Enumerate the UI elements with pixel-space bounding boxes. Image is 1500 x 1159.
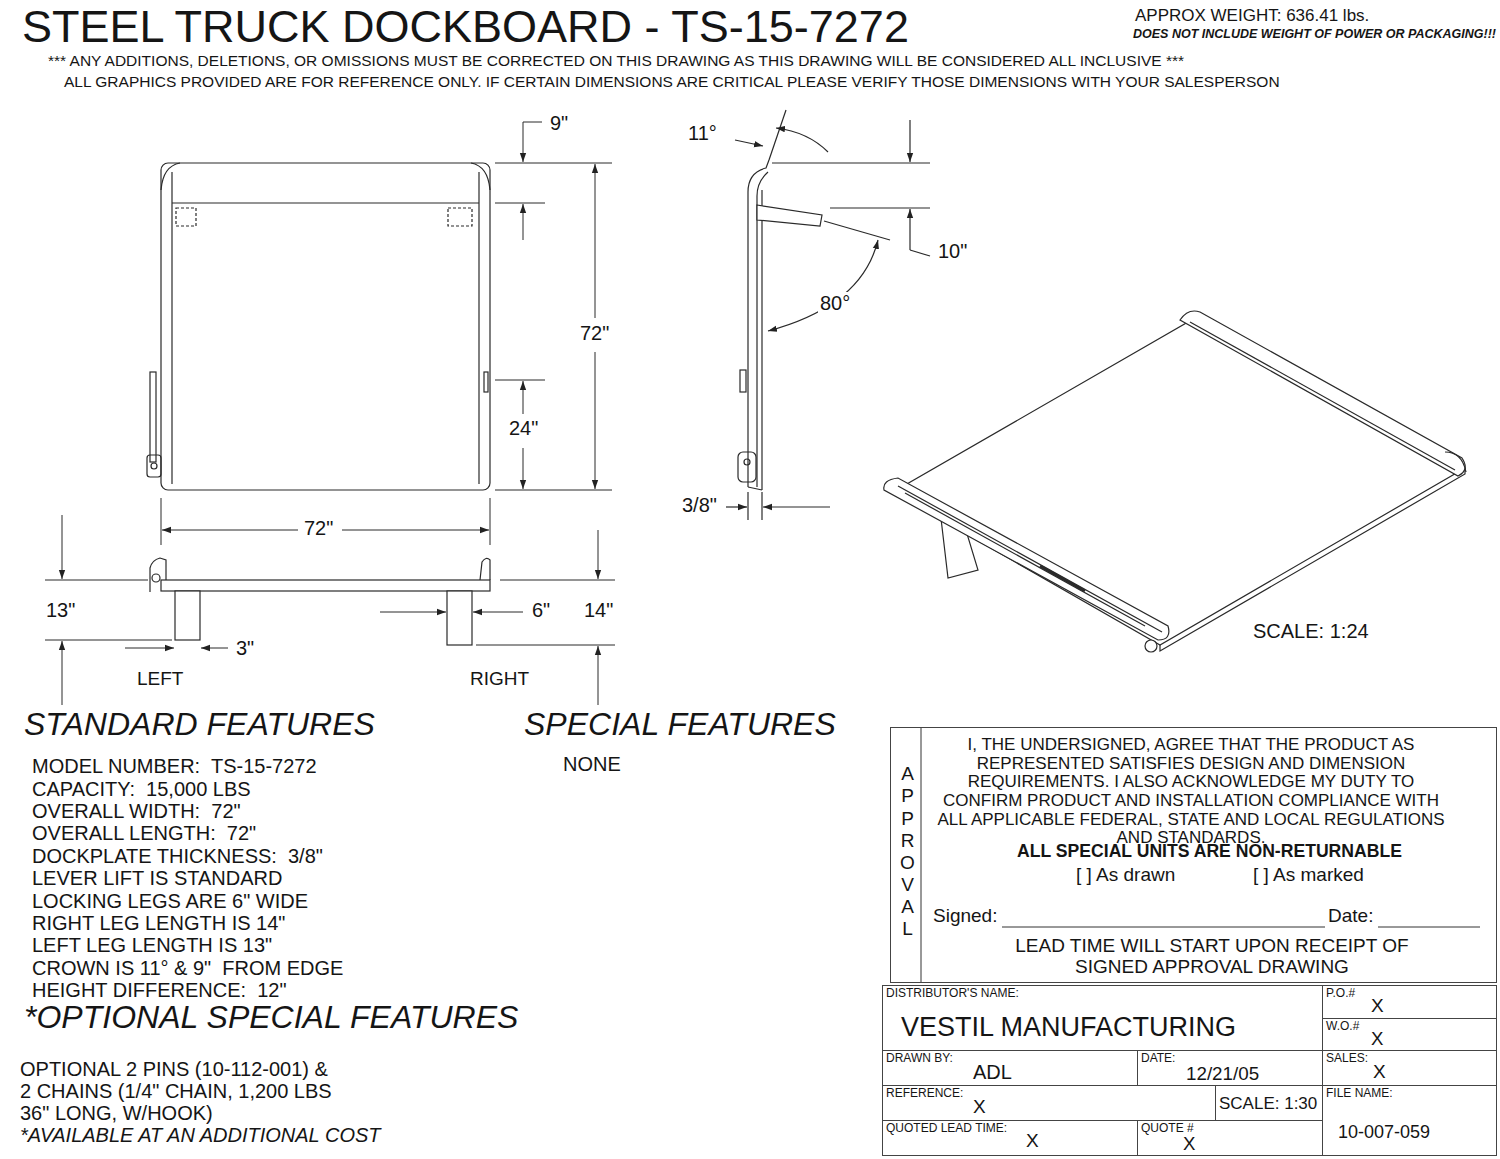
dimension-label: 3/8" <box>680 494 719 517</box>
title-cell: W.O.# X <box>1322 1018 1497 1051</box>
dimension-label: 13" <box>44 599 77 622</box>
field-label: REFERENCE: <box>886 1087 963 1101</box>
feature-line: CAPACITY: 15,000 LBS <box>32 778 251 801</box>
header-note: ALL GRAPHICS PROVIDED ARE FOR REFERENCE … <box>64 73 1280 91</box>
field-value: X <box>1371 995 1384 1017</box>
title-cell: DISTRIBUTOR'S NAME: VESTIL MANUFACTURING <box>882 985 1323 1051</box>
dimension-lines <box>45 122 615 705</box>
section-heading: STANDARD FEATURES <box>24 706 375 743</box>
title-cell: QUOTED LEAD TIME: X <box>882 1120 1138 1156</box>
field-label: SCALE: 1:30 <box>1219 1094 1317 1114</box>
side-view <box>726 110 930 520</box>
feature-line: RIGHT LEG LENGTH IS 14" <box>32 912 285 935</box>
dimension-label: 9" <box>548 112 570 135</box>
view-label: LEFT <box>137 668 183 690</box>
title-cell: DATE: 12/21/05 <box>1137 1050 1323 1086</box>
angle-label: 11° <box>686 122 719 145</box>
signature-field: Signed: <box>933 905 997 927</box>
approval-heading: APPROVAL <box>898 763 917 939</box>
feature-line: CROWN IS 11° & 9" FROM EDGE <box>32 957 343 980</box>
field-label: W.O.# <box>1326 1020 1359 1034</box>
date-field: Date: <box>1328 905 1373 927</box>
section-heading: *OPTIONAL SPECIAL FEATURES <box>24 999 518 1036</box>
front-view <box>150 558 490 645</box>
title-cell: QUOTE #X <box>1137 1120 1323 1156</box>
approval-statement: I, THE UNDERSIGNED, AGREE THAT THE PRODU… <box>936 736 1446 848</box>
field-value: X <box>1373 1061 1386 1083</box>
dimension-label: 24" <box>507 417 540 440</box>
feature-line: LOCKING LEGS ARE 6" WIDE <box>32 890 308 913</box>
option-line: OPTIONAL 2 PINS (10-112-001) & <box>20 1058 328 1081</box>
title-cell: SALES: X <box>1322 1050 1497 1086</box>
checkbox-option: [ ] As drawn <box>1076 864 1175 886</box>
feature-line: LEVER LIFT IS STANDARD <box>32 867 282 890</box>
field-value: X <box>973 1096 986 1118</box>
title-cell: REFERENCE: X <box>882 1085 1216 1121</box>
feature-line: OVERALL WIDTH: 72" <box>32 800 241 823</box>
approval-box: APPROVAL I, THE UNDERSIGNED, AGREE THAT T… <box>890 727 1497 983</box>
approval-warning: ALL SPECIAL UNITS ARE NON-RETURNABLE <box>921 841 1498 861</box>
feature-line: MODEL NUMBER: TS-15-7272 <box>32 755 317 778</box>
field-value: ADL <box>973 1061 1012 1084</box>
dimension-label: 3" <box>234 637 256 660</box>
title-cell: P.O.# X <box>1322 985 1497 1019</box>
field-label: DATE: <box>1141 1052 1175 1066</box>
feature-line: OVERALL LENGTH: 72" <box>32 822 256 845</box>
dimension-label: 10" <box>936 240 969 263</box>
feature-line: NONE <box>563 753 621 776</box>
dimension-label: 72" <box>578 322 611 345</box>
dimension-label: 72" <box>302 517 335 540</box>
feature-line: HEIGHT DIFFERENCE: 12" <box>32 979 287 1002</box>
view-label: RIGHT <box>470 668 529 690</box>
lead-time-note: LEAD TIME WILL START UPON RECEIPT OF SIG… <box>1001 936 1423 978</box>
top-view <box>147 163 490 490</box>
section-heading: SPECIAL FEATURES <box>524 706 836 743</box>
field-label: DISTRIBUTOR'S NAME: <box>886 987 1019 1001</box>
field-label: SALES: <box>1326 1052 1368 1066</box>
angle-label: 80° <box>818 292 852 315</box>
title-cell: SCALE: 1:30 <box>1215 1085 1323 1121</box>
field-label: DRAWN BY: <box>886 1052 953 1066</box>
header-note: *** ANY ADDITIONS, DELETIONS, OR OMISSIO… <box>48 52 1184 70</box>
drawing-title: STEEL TRUCK DOCKBOARD - TS-15-7272 <box>22 1 909 53</box>
field-value: 12/21/05 <box>1186 1063 1259 1085</box>
field-label: FILE NAME: <box>1326 1087 1393 1101</box>
field-value: 10-007-059 <box>1338 1122 1430 1143</box>
isometric-view <box>884 311 1466 652</box>
field-label: P.O.# <box>1326 987 1355 1001</box>
scale-label: SCALE: 1:24 <box>1253 620 1369 643</box>
feature-line: LEFT LEG LENGTH IS 13" <box>32 934 272 957</box>
title-cell: DRAWN BY: ADL <box>882 1050 1138 1086</box>
weight-note: APPROX WEIGHT: 636.41 lbs. <box>1135 6 1369 26</box>
field-value: X <box>1026 1130 1039 1152</box>
dimension-label: 6" <box>530 599 552 622</box>
dimension-label: 14" <box>582 599 615 622</box>
weight-disclaimer: DOES NOT INCLUDE WEIGHT OF POWER OR PACK… <box>1133 27 1496 41</box>
checkbox-option: [ ] As marked <box>1253 864 1364 886</box>
title-cell: FILE NAME: 10-007-059 <box>1322 1085 1497 1156</box>
option-line: 36" LONG, W/HOOK) <box>20 1102 213 1125</box>
option-note: *AVAILABLE AT AN ADDITIONAL COST <box>20 1124 381 1147</box>
field-value: X <box>1371 1028 1383 1049</box>
field-value: X <box>1183 1133 1195 1154</box>
feature-line: DOCKPLATE THICKNESS: 3/8" <box>32 845 323 868</box>
field-label: QUOTED LEAD TIME: <box>886 1122 1007 1136</box>
field-value: VESTIL MANUFACTURING <box>901 1012 1236 1043</box>
option-line: 2 CHAINS (1/4" CHAIN, 1,200 LBS <box>20 1080 332 1103</box>
